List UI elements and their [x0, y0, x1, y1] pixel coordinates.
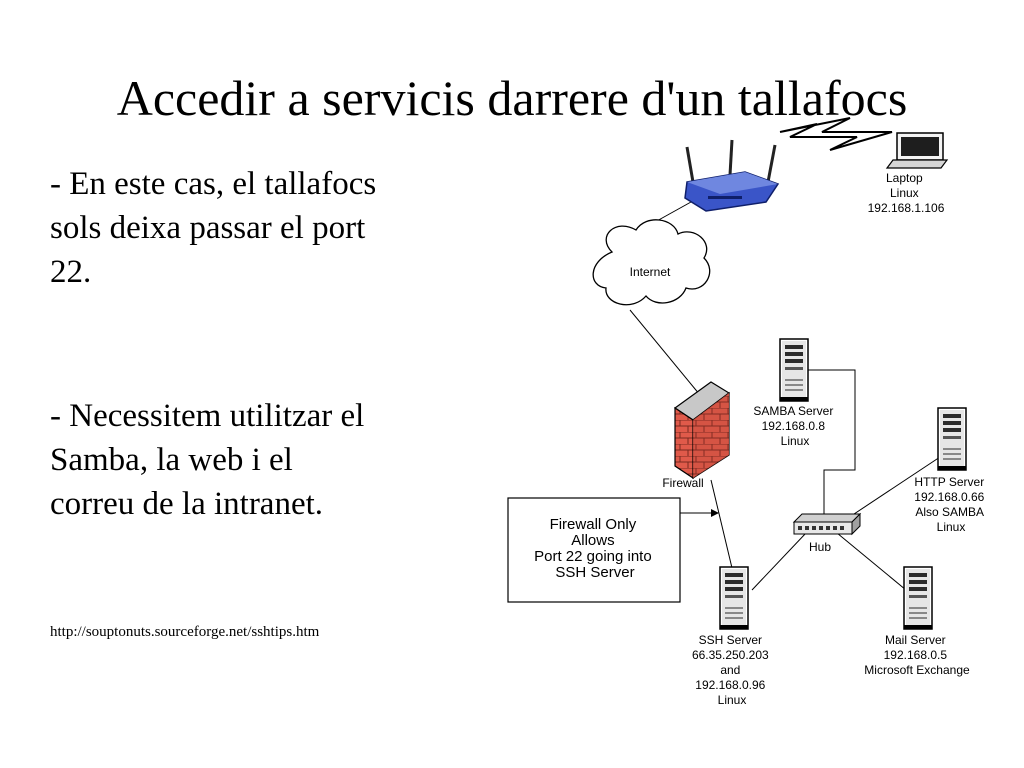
link-internet-firewall	[629, 309, 701, 396]
bullet-line: - Necessitem utilitzar el	[50, 398, 365, 434]
samba-server-label: SAMBA Server 192.168.0.8 Linux	[753, 404, 836, 448]
link-firewall-ssh	[710, 479, 733, 569]
bullet-line: sols deixa passar el port	[50, 210, 366, 246]
bullet-line: Samba, la web i el	[50, 442, 293, 478]
bullet-intranet-services: - Necessitem utilitzar el Samba, la web …	[50, 394, 470, 526]
mail-server-label: Mail Server 192.168.0.5 Microsoft Exchan…	[864, 633, 970, 677]
source-link[interactable]: http://souptonuts.sourceforge.net/sshtip…	[50, 624, 320, 640]
lightning-icon	[779, 117, 893, 151]
hub-icon	[792, 512, 862, 536]
network-links	[629, 196, 941, 591]
link-samba-hub	[808, 369, 856, 516]
firewall-note-box	[507, 497, 681, 603]
internet-label: Internet	[630, 265, 671, 279]
http-server-label: HTTP Server 192.168.0.66 Also SAMBA Linu…	[914, 475, 987, 534]
cloud-icon	[592, 219, 711, 306]
laptop-icon	[885, 132, 949, 169]
ssh-server-icon	[719, 566, 749, 630]
http-server-icon	[937, 407, 967, 471]
samba-server-icon	[779, 338, 809, 402]
bullet-firewall-port: - En este cas, el tallafocs sols deixa p…	[50, 162, 470, 294]
bullet-line: - En este cas, el tallafocs	[50, 166, 377, 202]
firewall-icon	[673, 381, 731, 480]
ssh-server-label: SSH Server 66.35.250.203 and 192.168.0.9…	[692, 633, 772, 707]
link-http-hub	[847, 456, 941, 519]
hub-label: Hub	[809, 540, 831, 554]
mail-server-icon	[903, 566, 933, 630]
link-ssh-hub	[751, 532, 807, 591]
firewall-label: Firewall	[662, 476, 703, 490]
router-icon	[684, 139, 780, 212]
bullet-line: correu de la intranet.	[50, 486, 324, 522]
bullet-line: 22.	[50, 254, 92, 290]
laptop-label: Laptop Linux 192.168.1.106	[868, 171, 945, 215]
slide-title: Accedir a servicis darrere d'un tallafoc…	[116, 70, 908, 126]
link-mail-hub	[836, 532, 907, 591]
firewall-note-text: Firewall Only Allows Port 22 going into …	[534, 516, 656, 581]
